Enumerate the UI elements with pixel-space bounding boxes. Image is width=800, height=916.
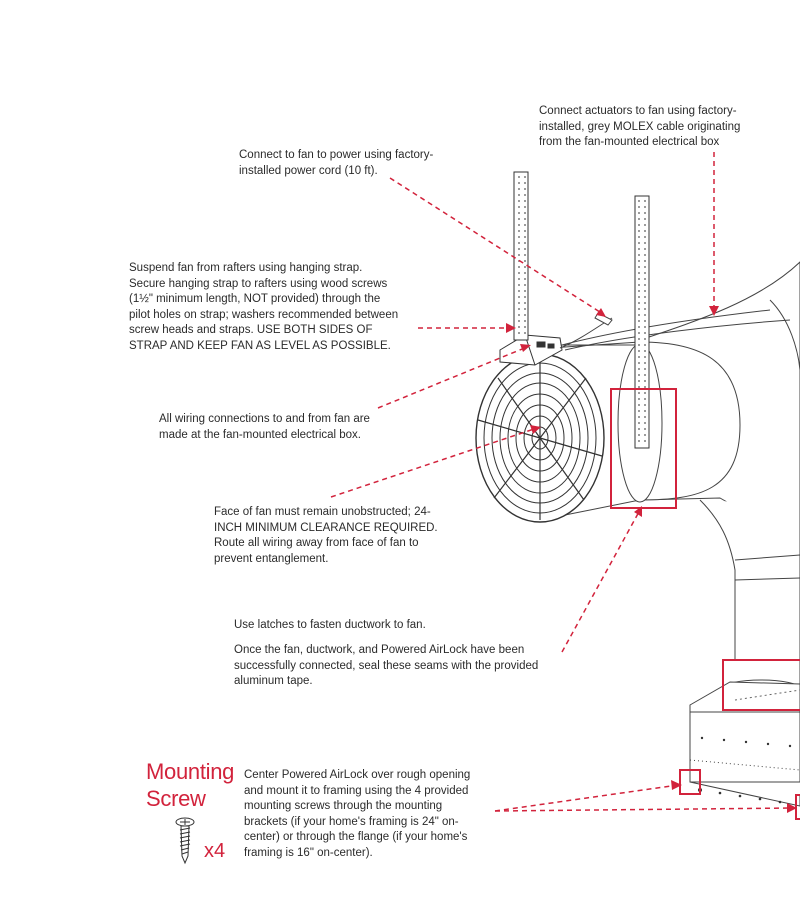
- mounting-screw-icon: [175, 817, 195, 865]
- latches-callout: Use latches to fasten ductwork to fan.: [234, 619, 426, 631]
- mounting-screw-title: Mounting Screw: [146, 759, 235, 811]
- power-cord-callout: Connect to fan to power using factory- i…: [239, 149, 434, 177]
- powered-airlock: [689, 681, 800, 807]
- latch-highlight: [610, 388, 677, 509]
- actuator-cable-callout: Connect actuators to fan using factory- …: [539, 105, 741, 148]
- bracket-highlight-right: [795, 794, 800, 820]
- cables: [559, 309, 791, 351]
- bracket-highlight-left: [679, 769, 701, 795]
- wiring-callout: All wiring connections to and from fan a…: [159, 413, 370, 441]
- leader-lines: [330, 152, 794, 812]
- center-airlock-callout: Center Powered AirLock over rough openin…: [244, 769, 471, 859]
- seal-seams-callout: Once the fan, ductwork, and Powered AirL…: [234, 644, 539, 687]
- fan-face-clearance-callout: Face of fan must remain unobstructed; 24…: [214, 506, 438, 565]
- leader-arrowheads: [506, 306, 797, 813]
- fan-grille: [475, 353, 605, 523]
- highlight-boxes: [610, 388, 800, 820]
- seam-highlight: [722, 659, 800, 711]
- hanging-strap-callout: Suspend fan from rafters using hanging s…: [129, 262, 399, 352]
- mounting-screw-quantity: x4: [204, 840, 226, 862]
- hanging-straps: [513, 171, 650, 449]
